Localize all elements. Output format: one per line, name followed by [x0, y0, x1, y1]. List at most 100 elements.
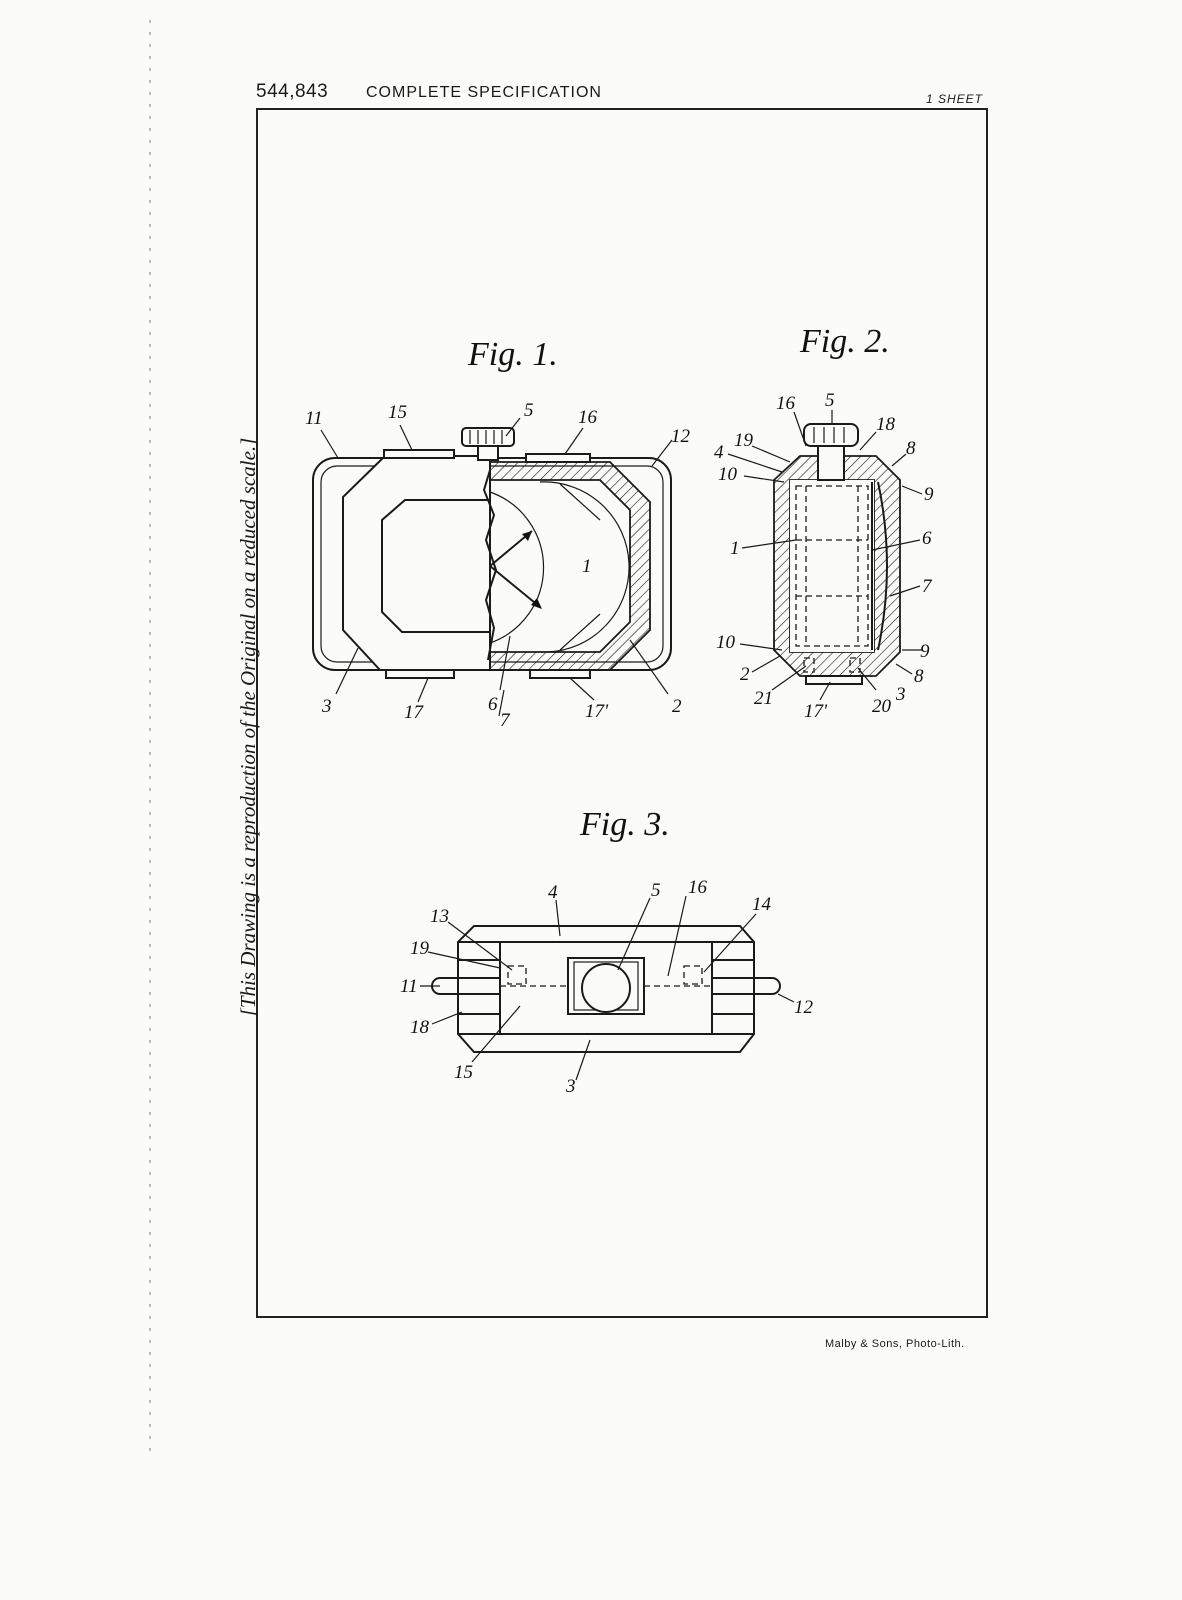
fig2-label-10a: 10 — [718, 464, 738, 485]
fig1-bezel-line-2 — [559, 613, 601, 651]
fig3-strap-bar-12 — [712, 977, 781, 995]
fig1-minute-hand — [489, 565, 541, 608]
leader — [617, 897, 651, 971]
fig3-label-15: 15 — [454, 1062, 473, 1083]
leader — [335, 647, 359, 695]
leader — [901, 485, 923, 495]
fig2-label-2: 2 — [740, 664, 750, 685]
fig1-dial-edge — [539, 481, 630, 653]
leader — [499, 635, 511, 691]
fig2-label-9b: 9 — [920, 641, 930, 662]
fig3-label-18: 18 — [410, 1017, 430, 1038]
fig3-title: Fig. 3. — [579, 806, 670, 843]
fig2-label-8b: 8 — [914, 666, 924, 687]
fig1-label-17: 17 — [404, 702, 425, 723]
leader — [447, 921, 513, 971]
patent-number: 544,843 — [256, 81, 329, 102]
fig2-label-18: 18 — [876, 414, 896, 435]
leader — [575, 1039, 591, 1081]
fig2-label-4: 4 — [714, 442, 724, 463]
fig2-label-10b: 10 — [716, 632, 736, 653]
leader — [895, 663, 913, 675]
fig3-label-11: 11 — [400, 976, 418, 997]
figure-1: Fig. 1. — [305, 336, 691, 731]
fig2-cavity — [790, 480, 874, 652]
leader — [859, 431, 877, 451]
fig1-lug-17 — [385, 669, 455, 679]
leader — [629, 639, 669, 695]
leader — [739, 643, 783, 651]
leader — [741, 539, 797, 549]
fig3-label-12: 12 — [794, 997, 814, 1018]
fig3-crown — [581, 963, 631, 1013]
fig3-label-13: 13 — [430, 906, 449, 927]
leader — [871, 539, 921, 551]
figure-3: Fig. 3. 4 5 — [400, 806, 814, 1097]
leader — [891, 453, 907, 467]
fig2-label-16: 16 — [776, 393, 796, 414]
fig2-label-19: 19 — [734, 430, 754, 451]
fig3-pin-14 — [683, 965, 703, 985]
leader — [793, 411, 807, 447]
fig1-lug-16 — [525, 453, 591, 463]
specification-title: COMPLETE SPECIFICATION — [366, 84, 602, 101]
fig1-dial-arc — [489, 491, 545, 644]
fig3-pin-13 — [507, 965, 527, 985]
fig2-pin-21 — [803, 657, 815, 673]
fig1-window-opening — [381, 499, 491, 633]
fig1-label-2: 2 — [672, 696, 682, 717]
fig1-label-12: 12 — [671, 426, 691, 447]
fig2-label-1: 1 — [730, 538, 740, 559]
fig3-label-16: 16 — [688, 877, 708, 898]
fig1-lug-17p — [529, 669, 591, 679]
fig2-movement — [795, 485, 869, 647]
leader — [743, 475, 785, 483]
leader — [431, 1011, 463, 1025]
lithographer-credit: Malby & Sons, Photo-Lith. — [825, 1338, 965, 1350]
fig2-title: Fig. 2. — [799, 323, 890, 360]
drawing-frame — [256, 108, 988, 1318]
fig1-lug-15 — [383, 449, 455, 459]
fig2-label-17p: 17' — [804, 701, 828, 722]
fig1-label-3: 3 — [321, 696, 332, 717]
fig2-label-5: 5 — [825, 390, 835, 411]
fig1-crown-stem — [477, 445, 499, 461]
leader — [555, 899, 561, 937]
fig2-label-20: 20 — [872, 696, 892, 717]
leader — [505, 417, 521, 437]
fig1-label-5: 5 — [524, 400, 534, 421]
fig3-label-5: 5 — [651, 880, 661, 901]
leader — [751, 445, 791, 463]
leader — [427, 951, 501, 969]
leader — [667, 895, 687, 977]
fig1-label-6: 6 — [488, 694, 498, 715]
leader — [320, 429, 339, 459]
fig3-strap-bar-11 — [431, 977, 500, 995]
leader — [651, 439, 673, 467]
leader — [727, 453, 783, 473]
leader — [399, 424, 413, 451]
leader — [889, 585, 921, 597]
fig2-label-9a: 9 — [924, 484, 934, 505]
fig1-case-part-3 — [342, 455, 491, 671]
fig2-crystal — [877, 481, 888, 651]
sheet-count: 1 SHEET — [926, 92, 984, 106]
leader — [857, 667, 877, 691]
fig2-label-6: 6 — [922, 528, 932, 549]
fig1-minute-hand-tip — [531, 598, 542, 609]
fig2-label-7: 7 — [922, 576, 933, 597]
fig3-label-4: 4 — [548, 882, 558, 903]
fig3-case-outline — [457, 925, 755, 1053]
figure-2: Fig. 2. — [714, 323, 934, 722]
fig1-hour-hand-tip — [522, 531, 532, 541]
fig2-label-3: 3 — [895, 684, 906, 705]
fig2-label-8a: 8 — [906, 438, 916, 459]
fig2-label-21: 21 — [754, 688, 773, 709]
leader — [498, 689, 505, 717]
fig1-label-11: 11 — [305, 408, 323, 429]
fig1-label-16: 16 — [578, 407, 598, 428]
leader — [417, 677, 429, 703]
leader — [564, 427, 584, 455]
fig2-pin-20 — [849, 657, 861, 673]
